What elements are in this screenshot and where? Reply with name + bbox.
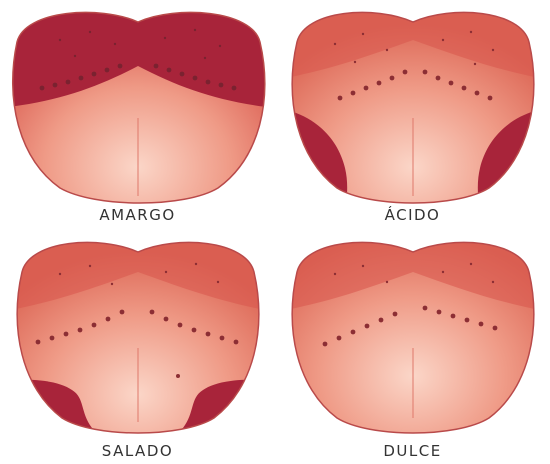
tongue-illustration-sour	[275, 0, 550, 232]
tongue-illustration-bitter	[0, 0, 275, 232]
tongue-panel-bitter: AMARGO	[0, 0, 275, 232]
tongue-panel-sweet: DULCE	[275, 232, 550, 464]
tongue-panel-sour: ÁCIDO	[275, 0, 550, 232]
tongue-label-bitter: AMARGO	[0, 206, 275, 224]
tongue-illustration-salty	[0, 232, 275, 464]
tongue-panel-salty: SALADO	[0, 232, 275, 464]
tongue-label-sweet: DULCE	[275, 442, 550, 460]
tongue-label-salty: SALADO	[0, 442, 275, 460]
tongue-illustration-sweet	[275, 232, 550, 464]
tongue-label-sour: ÁCIDO	[275, 206, 550, 224]
